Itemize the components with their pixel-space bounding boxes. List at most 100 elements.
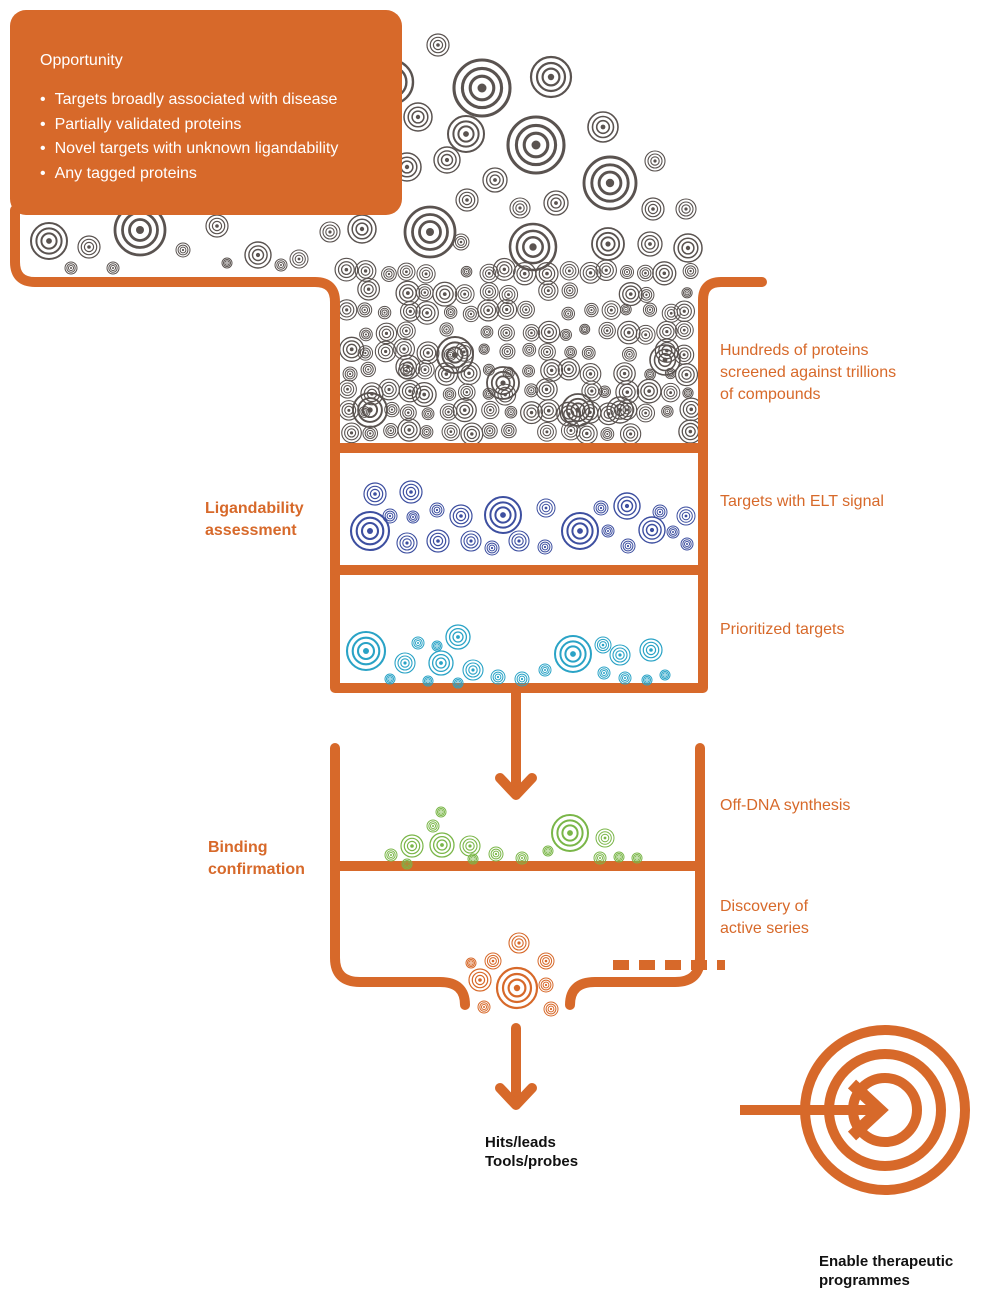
concentric-rings-target-icon xyxy=(421,407,435,421)
concentric-rings-target-icon xyxy=(462,659,484,681)
concentric-rings-target-icon xyxy=(435,806,447,818)
concentric-rings-target-icon xyxy=(522,364,535,378)
concentric-rings-target-icon xyxy=(501,422,517,439)
concentric-rings-target-icon xyxy=(426,33,450,57)
stage-line: Ligandability xyxy=(205,500,304,517)
concentric-rings-target-icon xyxy=(319,221,341,243)
concentric-rings-target-icon xyxy=(620,265,635,280)
concentric-rings-target-icon xyxy=(354,260,377,282)
protein-targets-green xyxy=(384,806,643,870)
concentric-rings-target-icon xyxy=(636,378,662,404)
concentric-rings-target-icon xyxy=(106,261,120,275)
concentric-rings-target-icon xyxy=(593,851,607,865)
concentric-rings-target-icon xyxy=(581,345,596,360)
concentric-rings-target-icon xyxy=(460,422,484,446)
concentric-rings-target-icon xyxy=(406,510,420,524)
concentric-rings-target-icon xyxy=(77,235,101,259)
concentric-rings-target-icon xyxy=(587,111,619,143)
concentric-rings-target-icon xyxy=(543,190,569,216)
concentric-rings-target-icon xyxy=(529,55,573,99)
funnel-frame xyxy=(10,205,767,1110)
concentric-rings-target-icon xyxy=(357,277,381,301)
concentric-rings-target-icon xyxy=(597,666,611,680)
concentric-rings-target-icon xyxy=(660,382,681,403)
concentric-rings-target-icon xyxy=(488,846,504,862)
concentric-rings-target-icon xyxy=(416,283,434,302)
concentric-rings-target-icon xyxy=(419,425,434,439)
concentric-rings-target-icon xyxy=(674,363,699,387)
concentric-rings-target-icon xyxy=(205,214,229,238)
concentric-rings-target-icon xyxy=(579,323,591,335)
concentric-rings-target-icon xyxy=(561,512,599,550)
concentric-rings-target-icon xyxy=(582,155,638,211)
concentric-rings-target-icon xyxy=(606,396,634,424)
concentric-rings-target-icon xyxy=(382,508,398,524)
output-therapeutic: Enable therapeutic programmes xyxy=(819,1252,953,1290)
stage-ligandability: Ligandability assessment xyxy=(205,498,304,542)
note-line: Hundreds of proteins xyxy=(720,342,869,359)
concentric-rings-target-icon xyxy=(401,858,413,870)
concentric-rings-target-icon xyxy=(457,383,476,401)
concentric-rings-target-icon xyxy=(434,362,459,386)
concentric-rings-target-icon xyxy=(460,265,473,278)
concentric-rings-target-icon xyxy=(480,325,494,339)
concentric-rings-target-icon xyxy=(591,227,625,261)
concentric-rings-target-icon xyxy=(426,529,450,553)
concentric-rings-target-icon xyxy=(429,832,455,858)
concentric-rings-target-icon xyxy=(486,366,520,400)
concentric-rings-target-icon xyxy=(508,222,558,272)
concentric-rings-target-icon xyxy=(564,345,577,359)
concentric-rings-target-icon xyxy=(481,422,498,439)
concentric-rings-target-icon xyxy=(441,422,461,441)
concentric-rings-target-icon xyxy=(601,524,615,538)
concentric-rings-target-icon xyxy=(509,197,531,219)
target-with-arrow-icon xyxy=(740,1025,970,1195)
output-hits: Hits/leads Tools/probes xyxy=(485,1133,578,1171)
concentric-rings-target-icon xyxy=(477,1000,491,1014)
concentric-rings-target-icon xyxy=(537,320,561,344)
concentric-rings-target-icon xyxy=(579,261,602,284)
concentric-rings-target-icon xyxy=(508,932,530,954)
concentric-rings-target-icon xyxy=(559,328,572,341)
concentric-rings-target-icon xyxy=(64,261,78,275)
concentric-rings-target-icon xyxy=(637,231,663,257)
concentric-rings-target-icon xyxy=(492,257,516,281)
concentric-rings-target-icon xyxy=(460,530,482,552)
concentric-rings-target-icon xyxy=(676,506,696,526)
concentric-rings-target-icon xyxy=(520,401,544,425)
concentric-rings-target-icon xyxy=(484,496,522,534)
concentric-rings-target-icon xyxy=(515,851,529,865)
concentric-rings-target-icon xyxy=(682,263,699,280)
concentric-rings-target-icon xyxy=(426,819,440,833)
concentric-rings-target-icon xyxy=(431,640,443,652)
concentric-rings-target-icon xyxy=(484,952,502,970)
concentric-rings-target-icon xyxy=(338,379,357,399)
protein-targets-blue xyxy=(349,480,696,556)
concentric-rings-target-icon xyxy=(497,324,515,342)
concentric-rings-target-icon xyxy=(538,977,554,993)
concentric-rings-target-icon xyxy=(594,636,612,654)
stage-line: assessment xyxy=(205,522,297,539)
concentric-rings-target-icon xyxy=(498,284,519,305)
concentric-rings-target-icon xyxy=(479,263,499,284)
concentric-rings-target-icon xyxy=(411,636,425,650)
concentric-rings-target-icon xyxy=(403,102,433,132)
concentric-rings-target-icon xyxy=(642,302,658,317)
concentric-rings-target-icon xyxy=(478,343,490,355)
concentric-rings-target-icon xyxy=(352,392,388,428)
note-line: active series xyxy=(720,920,809,937)
concentric-rings-target-icon xyxy=(467,853,479,865)
concentric-rings-target-icon xyxy=(415,359,435,380)
concentric-rings-target-icon xyxy=(637,264,654,282)
concentric-rings-target-icon xyxy=(396,532,418,554)
concentric-rings-target-icon xyxy=(639,638,663,662)
concentric-rings-target-icon xyxy=(336,299,358,321)
stage-binding: Binding confirmation xyxy=(208,837,305,881)
concentric-rings-target-icon xyxy=(274,258,288,272)
concentric-rings-target-icon xyxy=(538,663,552,677)
concentric-rings-target-icon xyxy=(514,671,530,687)
concentric-rings-target-icon xyxy=(675,198,697,220)
funnel-outline xyxy=(10,205,767,693)
concentric-rings-target-icon xyxy=(384,848,398,862)
